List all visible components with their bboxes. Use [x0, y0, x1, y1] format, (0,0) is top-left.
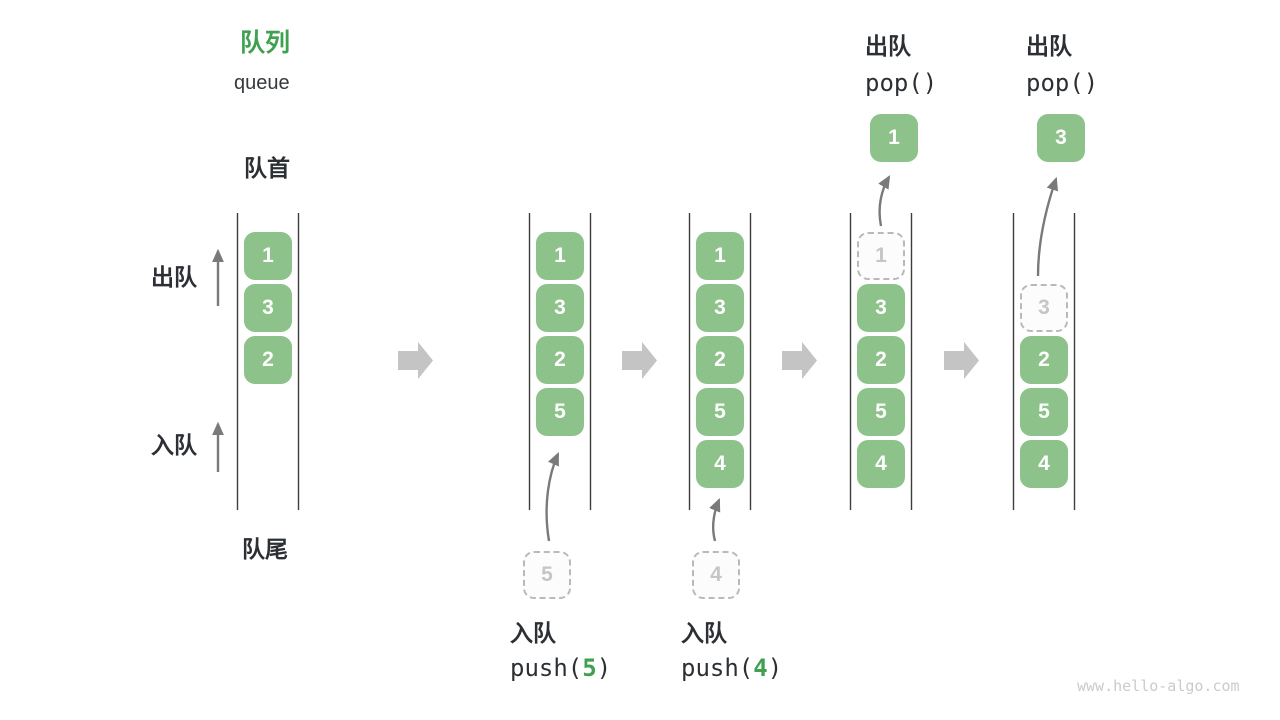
removed-item-ghost: 3 [1020, 284, 1068, 332]
removed-item-ghost: 1 [857, 232, 905, 280]
dequeue-caption-code: pop() [1026, 69, 1099, 97]
enqueue-caption-zh: 入队 [510, 620, 556, 646]
step-arrows [398, 342, 979, 379]
queue-item: 4 [857, 440, 905, 488]
diagram-title-zh: 队列 [240, 29, 291, 57]
step-right-arrow-icon [398, 342, 433, 379]
queue-item: 2 [244, 336, 292, 384]
dequeue-caption-code: pop() [865, 69, 938, 97]
step-right-arrow-icon [782, 342, 817, 379]
dequeue-caption-zh: 出队 [1026, 33, 1072, 59]
queue-item: 5 [857, 388, 905, 436]
queue-item: 3 [536, 284, 584, 332]
queue-item: 5 [1020, 388, 1068, 436]
queue-item: 2 [696, 336, 744, 384]
queue-walls [236, 213, 1076, 510]
enqueue-caption-code: push(4) [681, 655, 782, 681]
diagram-title-en: queue [234, 72, 290, 94]
push-4-arrow-icon [709, 497, 721, 542]
queue-item: 2 [1020, 336, 1068, 384]
code-argument: 5 [582, 654, 597, 682]
step-right-arrow-icon [944, 342, 979, 379]
queue-item: 1 [244, 232, 292, 280]
queue-item: 4 [696, 440, 744, 488]
code-argument: 4 [753, 654, 768, 682]
incoming-item-ghost: 5 [523, 551, 571, 599]
popped-item: 1 [870, 114, 918, 162]
queue-item: 3 [696, 284, 744, 332]
queue-item: 5 [696, 388, 744, 436]
watermark: www.hello-algo.com [1077, 677, 1240, 695]
enqueue-label: 入队 [151, 432, 197, 458]
enqueue-caption-code: push(5) [510, 655, 611, 681]
queue-item: 2 [536, 336, 584, 384]
pop-1-arrow-icon [878, 175, 891, 227]
queue-item: 2 [857, 336, 905, 384]
queue-item: 1 [536, 232, 584, 280]
incoming-item-ghost: 4 [692, 551, 740, 599]
popped-item: 3 [1037, 114, 1085, 162]
dequeue-caption-zh: 出队 [865, 33, 911, 59]
flow-arrows [212, 175, 1058, 542]
enqueue-caption-zh: 入队 [681, 620, 727, 646]
queue-item: 1 [696, 232, 744, 280]
code-text: push( [510, 654, 583, 682]
queue-front-label: 队首 [244, 155, 290, 181]
code-text: ) [767, 654, 783, 682]
code-text: ) [596, 654, 612, 682]
push-5-arrow-icon [545, 451, 560, 542]
queue-item: 3 [857, 284, 905, 332]
dequeue-label: 出队 [151, 264, 197, 290]
queue-item: 5 [536, 388, 584, 436]
pop-3-arrow-icon [1036, 176, 1058, 277]
queue-item: 4 [1020, 440, 1068, 488]
step-right-arrow-icon [622, 342, 657, 379]
code-text: push( [681, 654, 754, 682]
queue-item: 3 [244, 284, 292, 332]
queue-rear-label: 队尾 [242, 536, 288, 562]
